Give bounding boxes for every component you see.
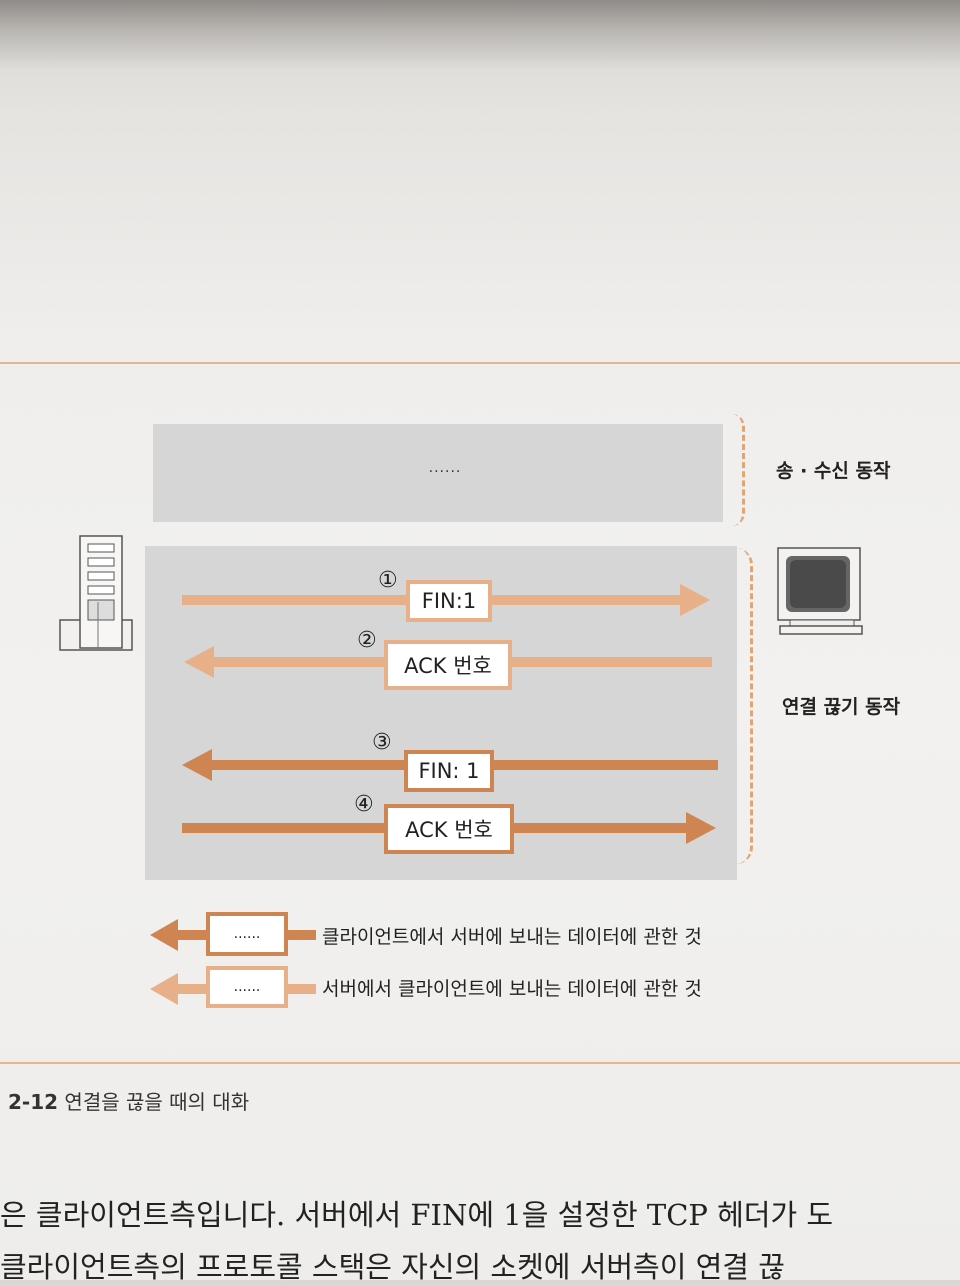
send-receive-dots: ......	[428, 460, 462, 476]
server-tower-icon	[59, 535, 133, 651]
legend-2-box: ......	[206, 966, 288, 1008]
disconnect-label: 연결 끊기 동작	[782, 696, 901, 718]
legend-1-box: ......	[206, 912, 288, 956]
arrow-right-icon	[680, 584, 710, 616]
legend-2-text: 서버에서 클라이언트에 보내는 데이터에 관한 것	[322, 978, 702, 1000]
send-receive-bracket	[732, 414, 745, 526]
figure-number: 2-12	[8, 1090, 59, 1114]
send-receive-label: 송 · 수신 동작	[776, 460, 891, 482]
message-2-number: ②	[357, 628, 377, 653]
arrow-left-icon	[184, 646, 214, 678]
message-2-label: ACK 번호	[384, 640, 512, 690]
message-3-number: ③	[372, 730, 392, 755]
disconnect-bracket	[736, 548, 753, 864]
body-text-line-1: 은 클라이언트측입니다. 서버에서 FIN에 1을 설정한 TCP 헤더가 도	[0, 1198, 834, 1232]
send-receive-panel	[153, 424, 723, 522]
bottom-rule	[0, 1062, 960, 1064]
arrow-left-icon	[150, 973, 178, 1005]
message-4-number: ④	[354, 792, 374, 817]
message-1-label: FIN:1	[406, 580, 492, 622]
figure-caption: 2-12 연결을 끊을 때의 대화	[8, 1086, 249, 1115]
arrow-left-icon	[182, 749, 212, 781]
arrow-right-icon	[686, 812, 716, 844]
top-rule	[0, 362, 960, 364]
message-3-label: FIN: 1	[404, 750, 494, 792]
monitor-icon	[777, 547, 863, 635]
message-4-label: ACK 번호	[384, 804, 514, 854]
page-edge-shadow	[0, 0, 960, 70]
legend-1-text: 클라이언트에서 서버에 보내는 데이터에 관한 것	[322, 926, 702, 948]
message-1-number: ①	[378, 568, 398, 593]
figure-title: 연결을 끊을 때의 대화	[64, 1090, 250, 1114]
arrow-left-icon	[150, 919, 178, 951]
body-text-line-2: 클라이언트측의 프로토콜 스택은 자신의 소켓에 서버측이 연결 끊	[0, 1250, 785, 1284]
